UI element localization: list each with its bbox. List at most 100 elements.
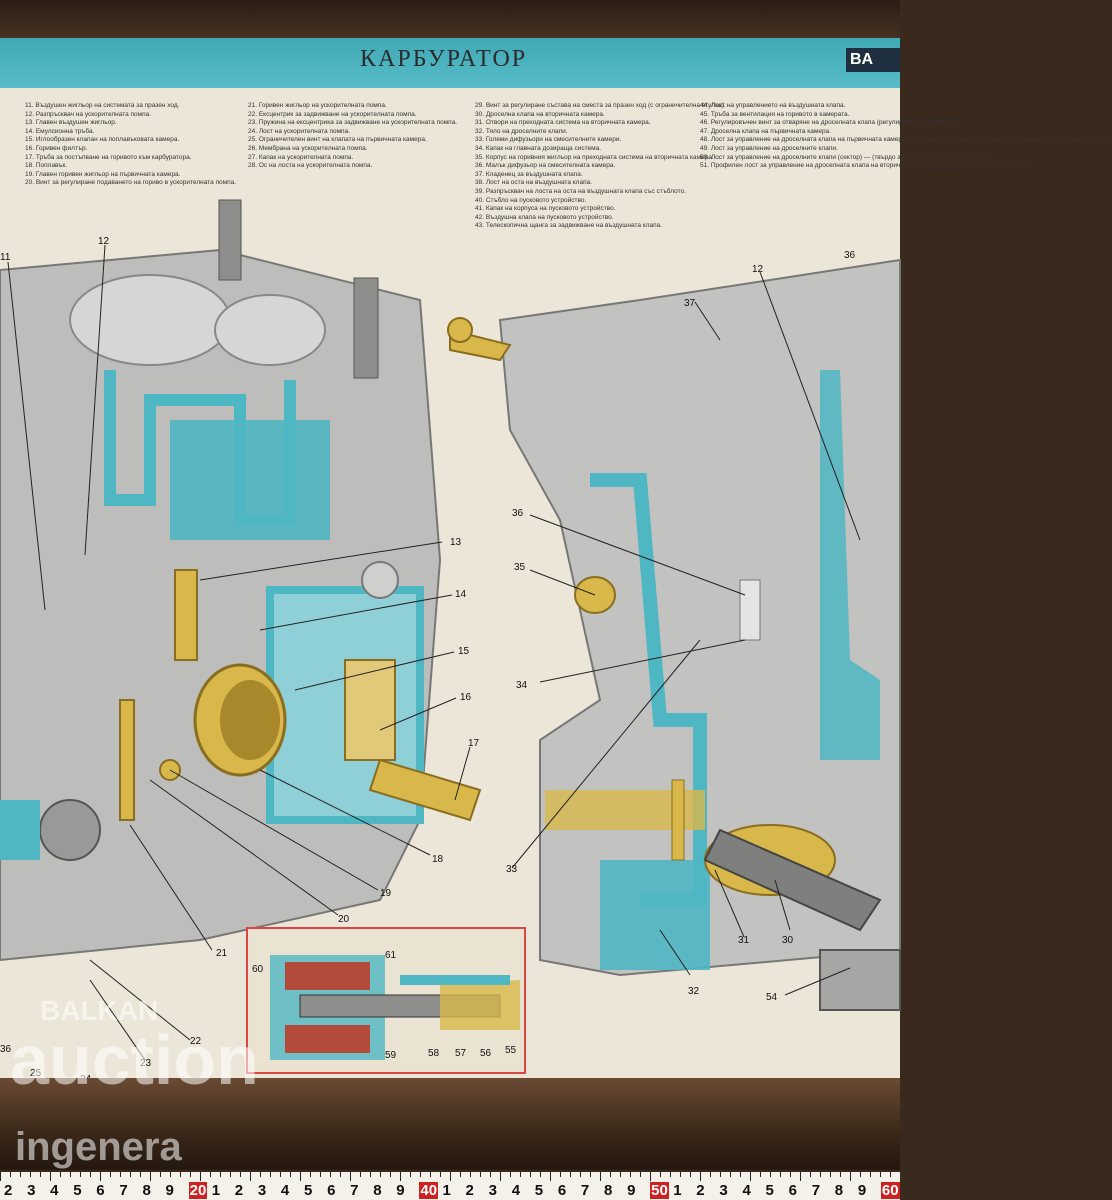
ruler-tick (500, 1172, 501, 1181)
ruler-tick (430, 1172, 431, 1177)
ruler-number: 2 (465, 1182, 474, 1199)
legend-item: 38. Лост на оста на въздушната клапа. (475, 179, 593, 187)
ruler-number: 5 (304, 1182, 313, 1199)
ruler-number: 2 (4, 1182, 13, 1199)
ruler-tick (600, 1172, 601, 1181)
legend-item: 31. Отвори на преходната система на втор… (475, 119, 651, 127)
callout-21: 21 (216, 948, 228, 959)
ruler-tick (320, 1172, 321, 1177)
ruler-tick (40, 1172, 41, 1177)
ruler-tick (280, 1172, 281, 1177)
ruler-tick (490, 1172, 491, 1177)
callout-37: 37 (684, 298, 696, 309)
ruler-tick (120, 1172, 121, 1177)
ruler-tick (420, 1172, 421, 1177)
ruler-tick (10, 1172, 11, 1177)
ruler-tick (770, 1172, 771, 1177)
callout-35: 35 (514, 562, 526, 573)
legend-item: 30. Дроселна клапа на вторичната камера. (475, 110, 605, 118)
ruler-number: 1 (442, 1182, 451, 1199)
ruler-tick (260, 1172, 261, 1177)
legend-item: 49. Лост за управление на дроселните кла… (700, 144, 838, 152)
poster-header-band (0, 38, 900, 88)
callout-12: 12 (98, 236, 110, 247)
callout-11: 11 (0, 252, 11, 263)
wood-frame-top (0, 0, 900, 44)
legend-item: 45. Тръба за вентилация на горивото в ка… (700, 110, 850, 118)
ruler-tick (620, 1172, 621, 1177)
ruler-tick (460, 1172, 461, 1177)
ruler-number: 2 (696, 1182, 705, 1199)
ruler-tick (410, 1172, 411, 1177)
ruler-tick (730, 1172, 731, 1177)
callout-18: 18 (432, 854, 444, 865)
callout-14: 14 (455, 589, 467, 600)
legend-item: 47. Дроселна клапа на първичната камера. (700, 127, 831, 135)
ruler-tick (780, 1172, 781, 1177)
callout-60: 60 (252, 964, 264, 975)
ruler-tick (640, 1172, 641, 1177)
ruler-tick (560, 1172, 561, 1177)
ruler-number: 20 (188, 1182, 208, 1199)
ruler-tick (450, 1172, 451, 1181)
legend-item: 19. Главен горивен жигльор на първичната… (25, 170, 181, 178)
callout-labels: 11 12 13 14 15 16 17 18 19 20 21 22 23 2… (0, 236, 856, 1085)
ruler-number: 6 (788, 1182, 797, 1199)
ruler-tick (270, 1172, 271, 1177)
callout-36-top: 36 (844, 250, 856, 261)
legend-item: 14. Емулсионна тръба. (25, 127, 95, 135)
ruler-tick (820, 1172, 821, 1177)
ruler-tick (810, 1172, 811, 1177)
ruler-number: 7 (350, 1182, 359, 1199)
ruler-tick (400, 1172, 401, 1181)
legend-item: 13. Главен въздушен жигльор. (25, 119, 117, 127)
leader-lines (7, 244, 861, 1061)
ruler-tick (350, 1172, 351, 1181)
carburetor-illustration: 11 12 13 14 15 16 17 18 19 20 21 22 23 2… (0, 199, 901, 1085)
ruler-tick (190, 1172, 191, 1177)
callout-61: 61 (385, 950, 397, 961)
ruler-tick (680, 1172, 681, 1177)
ruler-tick (440, 1172, 441, 1177)
ruler-tick (140, 1172, 141, 1177)
legend-item: 16. Горивен филтър. (25, 144, 88, 152)
ruler-number: 7 (580, 1182, 590, 1199)
ruler-number: 1 (673, 1182, 682, 1199)
callout-56: 56 (480, 1048, 492, 1059)
ruler-tick (660, 1172, 661, 1177)
ruler-tick (300, 1172, 301, 1181)
ruler-tick (290, 1172, 291, 1177)
callout-57: 57 (455, 1048, 467, 1059)
ruler-number: 8 (373, 1182, 382, 1199)
legend-item: 25. Ограничителен винт на клапата на пър… (248, 136, 427, 144)
ruler-tick (470, 1172, 471, 1177)
legend-column-2: 21. Горивен жигльор на ускорителната пом… (248, 102, 457, 171)
ruler-number: 50 (650, 1182, 669, 1199)
ruler-tick (750, 1172, 751, 1181)
ruler-number: 4 (511, 1182, 521, 1199)
ruler-number: 2 (234, 1182, 244, 1199)
brand-logo: BA (846, 48, 900, 72)
callout-23: 23 (140, 1058, 152, 1069)
ruler-tick (540, 1172, 541, 1177)
legend-item: 36. Малък дифузьор на смесителната камер… (475, 162, 616, 170)
legend-item: 18. Поплавък. (25, 162, 68, 170)
legend-column-1: 11. Въздушен жигльор на системата за пра… (25, 102, 236, 188)
wood-frame-bottom (0, 1078, 900, 1170)
ruler-number: 7 (811, 1182, 821, 1199)
ruler-number: 3 (27, 1182, 36, 1199)
callout-13: 13 (450, 537, 462, 548)
legend-column-4: 44. Лост на управлението на въздушната к… (700, 102, 1112, 171)
ruler-tick (720, 1172, 721, 1177)
ruler-number: 8 (604, 1182, 613, 1199)
legend-item: 20. Винт за регулиране подаването на гор… (25, 179, 237, 187)
ruler-tick (550, 1172, 551, 1181)
legend-item: 12. Разпръсквач на ускорителната помпа. (25, 110, 152, 118)
ruler-tick (880, 1172, 881, 1177)
ruler-tick (360, 1172, 361, 1177)
ruler-number: 9 (165, 1182, 174, 1199)
callout-15: 15 (458, 646, 470, 657)
ruler-tick (210, 1172, 211, 1177)
